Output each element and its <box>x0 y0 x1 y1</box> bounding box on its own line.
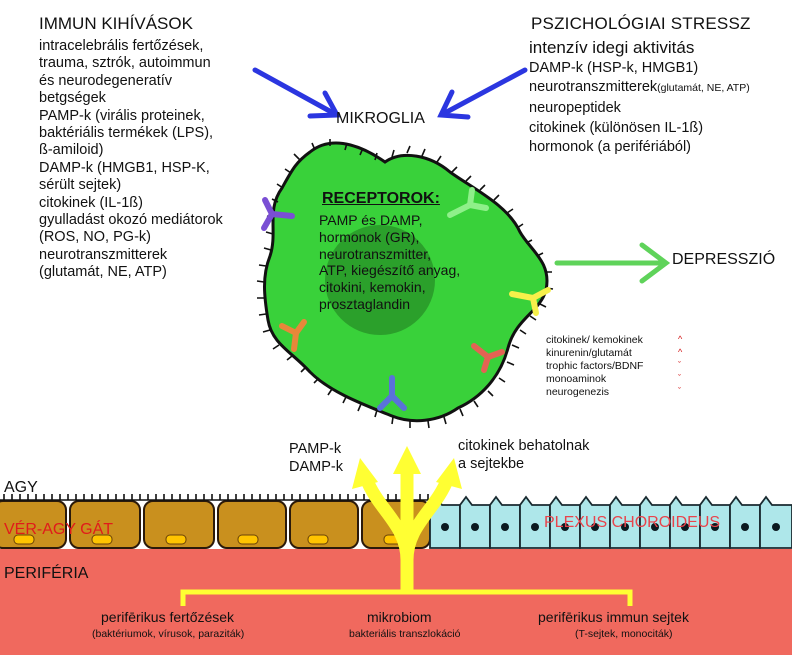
immune-line: sérült sejtek) <box>39 177 122 194</box>
effect-label: trophic factors/BDNF <box>546 360 644 372</box>
effect-row: monoaminok ˇ <box>546 373 696 386</box>
immune-challenges-list: intracelebrális fertőzések, trauma, sztr… <box>39 38 223 282</box>
stress-line-neurotransmitters: neurotranszmitterek(glutamát, NE, ATP) <box>529 79 750 96</box>
immune-line: neurotranszmitterek <box>39 246 168 263</box>
entry-cytokines-line2: a sejtekbe <box>458 456 525 472</box>
brain-label: AGY <box>4 479 38 496</box>
entry-left-label: PAMP-k DAMP-k <box>289 440 343 476</box>
plexus-choroideus-cells <box>429 495 792 549</box>
entry-pamp: PAMP-k <box>289 441 342 457</box>
source-microbiome-detail: bakteriális transzlokáció <box>349 628 461 640</box>
stress-neurotransmitters-main: neurotranszmitterek <box>529 79 658 95</box>
receptor-yellow <box>509 287 551 316</box>
stress-neurotransmitters-detail: (glutamát, NE, ATP) <box>657 82 750 94</box>
effect-row: citokinek/ kemokinek ^ <box>546 334 696 347</box>
effect-label: kinurenin/glutamát <box>546 347 632 359</box>
receptor-salmon <box>471 343 505 373</box>
immune-line: és neurodegeneratív <box>39 72 173 89</box>
effect-row: kinurenin/glutamát ^ <box>546 347 696 360</box>
effect-decrease-icon: ˇ <box>678 386 681 396</box>
effect-row: neurogenezis ˇ <box>546 386 696 399</box>
plexus-cell-nuclei <box>441 523 780 531</box>
receptor-blue <box>377 375 407 411</box>
immune-line: (glutamát, NE, ATP) <box>39 264 167 281</box>
stress-line-neuropeptides: neuropeptidek <box>529 100 621 116</box>
receptor-line: hormonok (GR), <box>319 228 420 245</box>
effect-increase-icon: ^ <box>678 334 683 344</box>
source-immune-cells-title: perifērikus immun sejtek <box>538 609 689 625</box>
receptors-list: PAMP és DAMP, hormonok (GR), neurotransz… <box>319 212 460 313</box>
receptor-line: ATP, kiegészítő anyag, <box>319 262 461 279</box>
entry-cytokines-line1: citokinek behatolnak <box>458 438 590 454</box>
immune-line: intracelebrális fertőzések, <box>39 38 204 54</box>
periphery-label: PERIFÉRIA <box>4 565 89 582</box>
entry-right-label: citokinek behatolnak a sejtekbe <box>458 437 589 473</box>
immune-line: citokinek (IL-1ß) <box>39 194 143 211</box>
entry-arrowheads <box>352 446 462 489</box>
stress-line-hormones: hormonok (a perifériából) <box>529 139 691 155</box>
immune-line: DAMP-k (HMGB1, HSP-K, <box>39 159 210 176</box>
stress-subtitle: intenzív idegi aktivitás <box>529 38 695 57</box>
effect-label: citokinek/ kemokinek <box>546 334 643 346</box>
source-infections-title: perifērikus fertőzések <box>101 609 235 625</box>
bbb-label: VÉR-AGY GÁT <box>4 521 114 538</box>
effect-label: neurogenezis <box>546 386 610 398</box>
receptor-line: PAMP és DAMP, <box>319 212 423 228</box>
effect-decrease-icon: ˇ <box>678 360 681 370</box>
effect-increase-icon: ^ <box>678 347 683 357</box>
receptor-orange <box>279 319 307 352</box>
source-infections-detail: (baktériumok, vírusok, paraziták) <box>92 628 245 640</box>
immune-line: betgségek <box>39 90 106 107</box>
bbb-membrane-hatch <box>0 494 430 501</box>
receptors-title: RECEPTOROK: <box>322 190 440 207</box>
source-microbiome-title: mikrobiom <box>367 609 432 625</box>
microglia-label: MIKROGLIA <box>336 110 425 127</box>
effect-label: monoaminok <box>546 373 607 385</box>
blue-input-arrows <box>252 67 528 120</box>
immune-line: PAMP-k (virális proteinek, <box>39 107 205 124</box>
source-immune-cells-detail: (T-sejtek, monociták) <box>575 628 673 640</box>
stress-line-cytokines: citokinek (különösen IL-1ß) <box>529 120 704 136</box>
stress-line-damp: DAMP-k (HSP-k, HMGB1) <box>529 60 699 76</box>
periphery-region <box>0 549 792 655</box>
stress-title: PSZICHOLÓGIAI STRESSZ <box>531 14 751 33</box>
microglia-membrane-hatch <box>256 139 554 429</box>
immune-line: (ROS, NO, PG-k) <box>39 229 151 246</box>
immune-line: trauma, sztrók, autoimmun <box>39 55 211 72</box>
effect-decrease-icon: ˇ <box>678 373 681 383</box>
effects-list: citokinek/ kemokinek ^ kinurenin/glutamá… <box>546 334 696 399</box>
entry-arrows <box>359 470 455 592</box>
depression-arrow <box>554 242 671 284</box>
receptor-line: citokini, kemokin, <box>319 279 426 296</box>
immune-line: ß-amiloid) <box>39 142 104 159</box>
microglia-nucleus <box>325 225 435 335</box>
receptor-purple <box>261 197 295 231</box>
receptor-line: prosztaglandin <box>319 295 411 312</box>
receptor-lightgreen <box>447 187 489 218</box>
effect-row: trophic factors/BDNF ˇ <box>546 360 696 373</box>
immune-line: baktériális termékek (LPS), <box>39 125 214 142</box>
blood-brain-barrier-cells <box>0 500 431 549</box>
immune-challenges-title: IMMUN KIHÍVÁSOK <box>39 14 193 33</box>
immune-line: gyulladást okozó mediátorok <box>39 212 223 229</box>
plexus-label: PLEXUS CHOROIDEUS <box>544 514 721 531</box>
receptor-line: neurotranszmitter, <box>319 245 432 262</box>
entry-damp: DAMP-k <box>289 459 343 475</box>
depression-label: DEPRESSZIÓ <box>672 251 776 268</box>
